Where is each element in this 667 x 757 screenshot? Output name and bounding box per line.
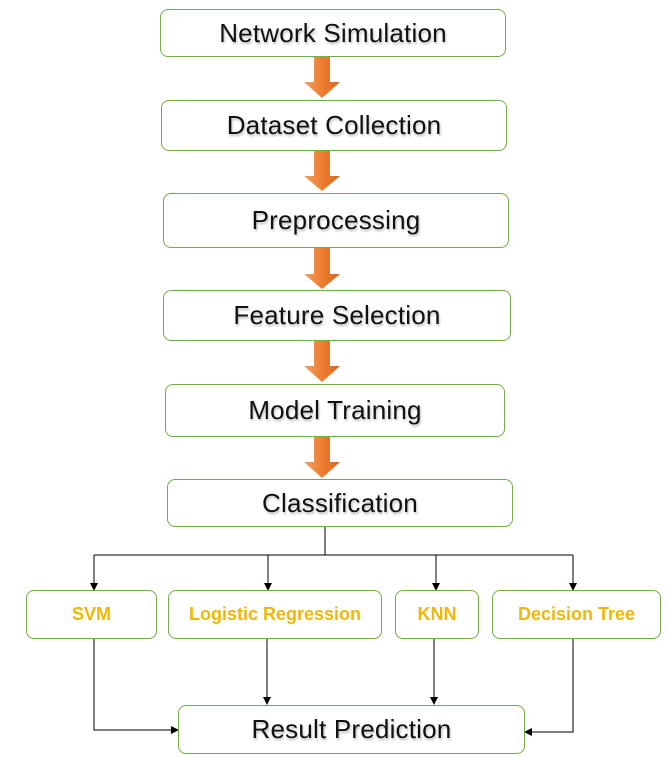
model-training-label: Model Training: [248, 395, 422, 425]
arrow-dataset-to-preprocessing: [304, 151, 340, 191]
svm-box: SVM: [26, 590, 157, 639]
decision-tree-label: Decision Tree: [517, 604, 636, 624]
feature-selection-box: Feature Selection: [163, 290, 511, 341]
preprocessing-box: Preprocessing: [163, 193, 509, 248]
network-simulation-box: Network Simulation: [160, 9, 506, 57]
result-prediction-box: Result Prediction: [178, 705, 525, 754]
dataset-collection-box: Dataset Collection: [161, 100, 507, 151]
knn-box: KNN: [395, 590, 479, 639]
logistic-regression-label: Logistic Regression: [188, 604, 362, 624]
feature-selection-label: Feature Selection: [233, 300, 441, 330]
knn-label: KNN: [417, 604, 457, 624]
network-simulation-label: Network Simulation: [219, 17, 447, 48]
arrow-preprocessing-to-feature: [304, 248, 340, 289]
dataset-collection-label: Dataset Collection: [226, 110, 442, 140]
classification-branch-lines: [90, 527, 577, 591]
decision-tree-box: Decision Tree: [492, 590, 661, 639]
logistic-regression-box: Logistic Regression: [168, 590, 382, 639]
preprocessing-label: Preprocessing: [251, 205, 421, 235]
svm-label: SVM: [71, 604, 111, 624]
classification-box: Classification: [167, 479, 513, 527]
result-prediction-label: Result Prediction: [251, 714, 452, 744]
model-training-box: Model Training: [165, 384, 505, 437]
arrow-feature-to-training: [304, 341, 340, 382]
classifier-to-result-lines: [93, 639, 574, 736]
arrow-sim-to-dataset: [304, 57, 340, 98]
classification-label: Classification: [262, 487, 418, 518]
arrow-training-to-classification: [304, 437, 340, 478]
